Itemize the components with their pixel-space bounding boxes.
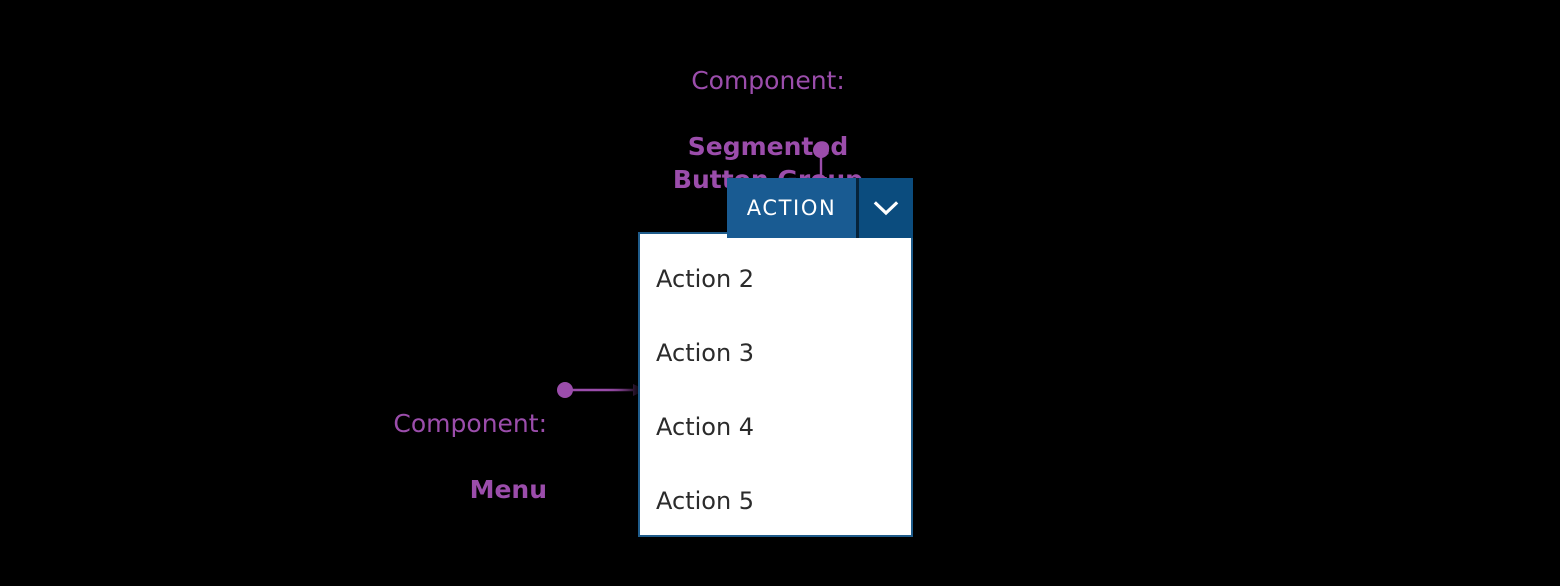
annotation-menu: Component: Menu [207,374,547,506]
segmented-button-group[interactable]: ACTION [727,178,913,238]
annotation-leader-right-arrow-icon [556,379,648,401]
annotation-label-lead: Component: [393,409,547,438]
chevron-down-icon [873,200,899,216]
segmented-button-divider [856,178,859,238]
action-menu[interactable]: Action 2 Action 3 Action 4 Action 5 [638,232,913,537]
annotation-label-lead: Component: [691,66,845,95]
action-button[interactable]: ACTION [727,178,856,238]
menu-item[interactable]: Action 4 [656,413,755,441]
menu-item[interactable]: Action 2 [656,265,755,293]
action-menu-toggle-button[interactable] [859,178,913,238]
annotation-segmented-button-group: Component: Segmented Button Group [560,31,976,196]
menu-item[interactable]: Action 5 [656,487,755,515]
annotation-label-name: Menu [469,475,547,504]
menu-item[interactable]: Action 3 [656,339,755,367]
